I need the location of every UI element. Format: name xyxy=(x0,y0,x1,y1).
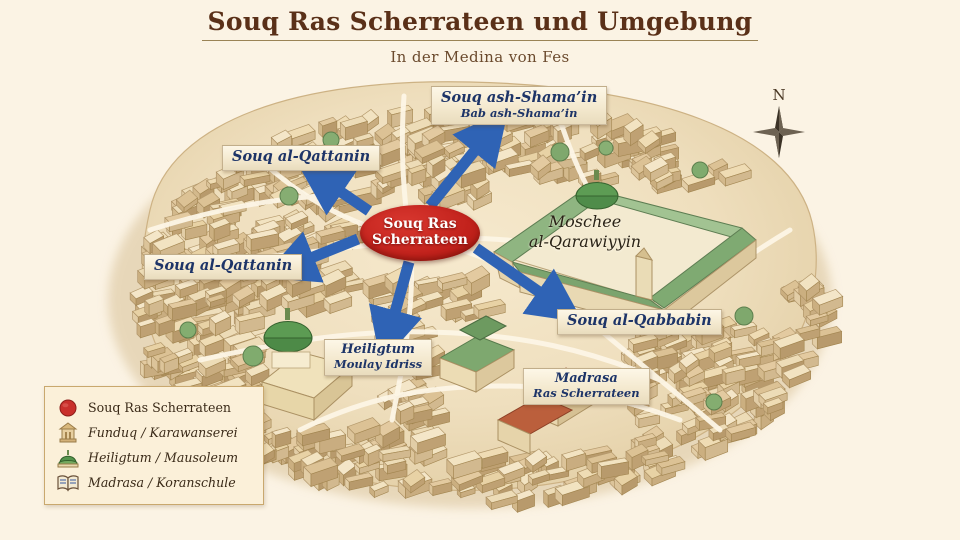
map-label-line2: al-Qarawiyyin xyxy=(528,231,642,251)
map-label-sub: Ras Scherrateen xyxy=(533,385,640,400)
legend-item-label: Madrasa / Koranschule xyxy=(88,475,236,490)
hub-label: Souq Ras Scherrateen xyxy=(371,216,468,249)
map-label-souq-al-qattanin-west[interactable]: Souq al-Qattanin xyxy=(144,254,303,280)
arrow-to-qattanin-top xyxy=(296,161,373,216)
map-label-title: Madrasa xyxy=(554,371,618,386)
map-label-sub: Moulay Idriss xyxy=(334,356,423,371)
compass-needle-icon xyxy=(753,106,805,158)
arrow-to-shamain xyxy=(425,109,509,210)
souq-ras-scherrateen-hub[interactable]: Souq Ras Scherrateen xyxy=(360,205,480,261)
legend-item-souq: Souq Ras Scherrateen xyxy=(55,395,253,420)
map-label-line1: Moschee xyxy=(548,212,622,231)
arrow-to-qabbabin xyxy=(472,243,584,323)
route-arrows xyxy=(262,109,584,364)
map-label-souq-al-qattanin-north[interactable]: Souq al-Qattanin xyxy=(222,145,381,171)
legend-box: Souq Ras Scherrateen Funduq / Karawanser… xyxy=(44,386,264,505)
map-label-title: Souq al-Qattanin xyxy=(154,257,293,274)
open-book-icon xyxy=(55,472,81,494)
header: Souq Ras Scherrateen und Umgebung In der… xyxy=(0,8,960,66)
green-dome-icon xyxy=(55,447,81,469)
map-label-souq-ash-shamain[interactable]: Souq ash-Shama’in Bab ash-Shama’in xyxy=(431,86,608,125)
red-circle-icon xyxy=(55,397,81,419)
compass-rose: N xyxy=(742,88,816,160)
map-label-title: Souq al-Qattanin xyxy=(232,148,371,165)
legend-item-label: Souq Ras Scherrateen xyxy=(88,400,232,415)
map-label-sub: Bab ash-Shama’in xyxy=(460,105,578,120)
page-title: Souq Ras Scherrateen und Umgebung xyxy=(201,8,759,41)
map-label-moschee-al-qarawiyyin: Moschee al-Qarawiyyin xyxy=(505,212,665,251)
map-label-souq-al-qabbabin[interactable]: Souq al-Qabbabin xyxy=(557,309,722,335)
map-label-heiligtum-moulay-idriss[interactable]: Heiligtum Moulay Idriss xyxy=(324,339,433,377)
legend-item-heiligtum: Heiligtum / Mausoleum xyxy=(55,445,253,470)
page-subtitle: In der Medina von Fes xyxy=(390,47,570,66)
legend-item-label: Heiligtum / Mausoleum xyxy=(88,450,239,465)
legend-item-funduq: Funduq / Karawanserei xyxy=(55,420,253,445)
hub-label-line2: Scherrateen xyxy=(371,232,468,248)
map-label-title: Heiligtum xyxy=(341,342,415,357)
map-label-title: Souq al-Qabbabin xyxy=(567,312,712,329)
hub-label-line1: Souq Ras xyxy=(383,216,457,233)
legend-item-label: Funduq / Karawanserei xyxy=(88,425,238,440)
moulay-idriss-shrine xyxy=(260,308,354,422)
map-label-madrasa-ras-scherrateen[interactable]: Madrasa Ras Scherrateen xyxy=(523,368,650,406)
funduq-icon xyxy=(55,421,81,444)
arrow-to-heiligtum xyxy=(368,260,422,364)
map-label-title: Souq ash-Shama’in xyxy=(441,89,598,106)
compass-north-label: N xyxy=(772,86,786,104)
legend-item-madrasa: Madrasa / Koranschule xyxy=(55,470,253,495)
